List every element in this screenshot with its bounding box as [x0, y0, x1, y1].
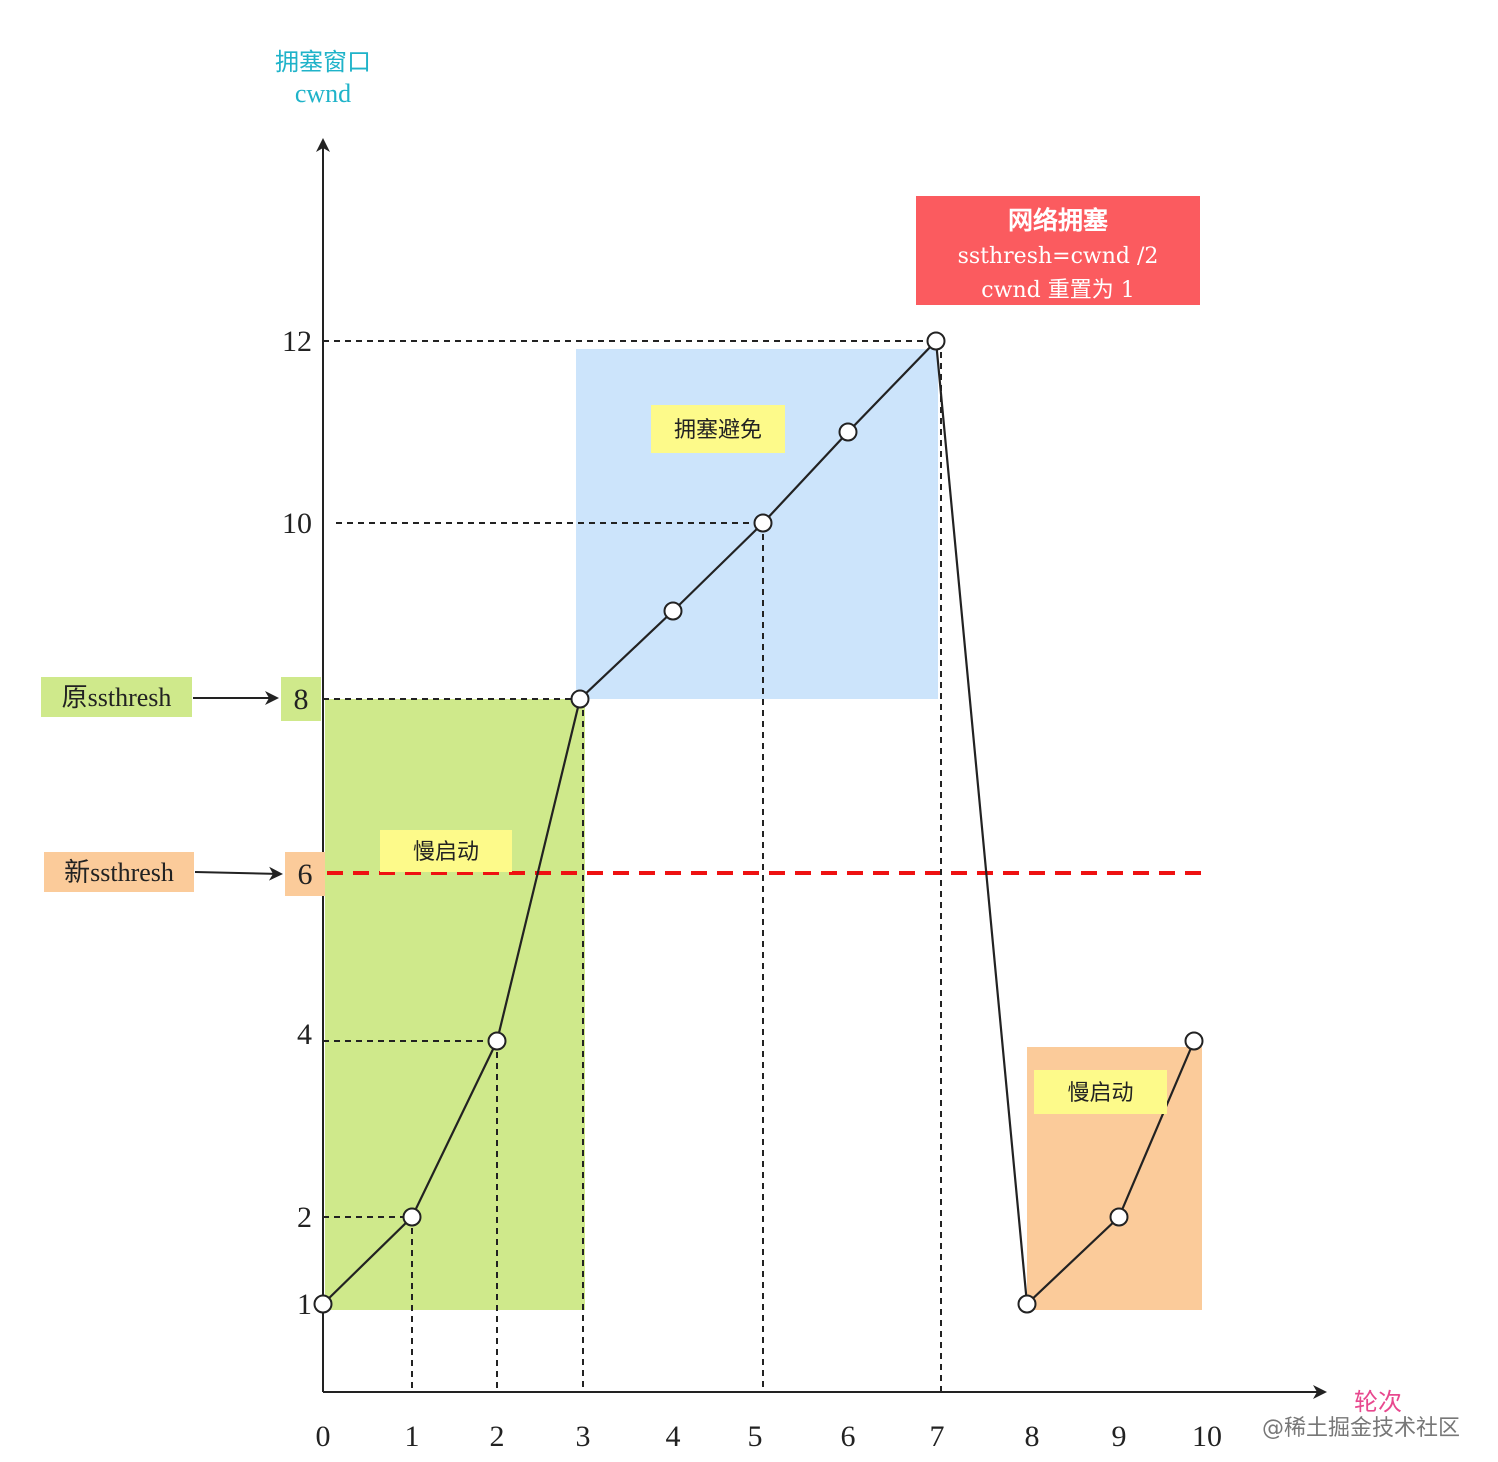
data-point — [1184, 1031, 1204, 1051]
data-point — [313, 1294, 333, 1314]
x-tick-label: 4 — [666, 1420, 681, 1453]
x-axis-title: 轮次 — [1354, 1388, 1402, 1416]
congestion-annotation-box — [916, 196, 1200, 305]
data-point — [570, 689, 590, 709]
x-tick-label: 1 — [405, 1420, 420, 1453]
x-tick-label: 6 — [841, 1420, 856, 1453]
x-tick-label: 7 — [930, 1420, 945, 1453]
y-tick-label: 10 — [282, 507, 312, 540]
cwnd-series — [313, 331, 1204, 1314]
ssthresh-value-badge — [281, 677, 321, 721]
region-label: 慢启动 — [1067, 1081, 1133, 1106]
x-tick-label: 3 — [576, 1420, 591, 1453]
x-tick-label: 10 — [1192, 1420, 1222, 1453]
axes: 拥塞窗口 cwnd 轮次 — [275, 48, 1402, 1416]
data-point — [1109, 1207, 1129, 1227]
region-label: 拥塞避免 — [674, 418, 762, 443]
y-tick-label: 2 — [297, 1201, 312, 1234]
region-label-highlight — [1034, 1070, 1167, 1114]
congestion-annotation-line: cwnd 重置为 1 — [981, 278, 1134, 303]
ssthresh-value-badge — [285, 852, 325, 896]
y-tick-label: 12 — [282, 325, 312, 358]
x-tick-label: 0 — [316, 1420, 331, 1453]
x-tick-label: 9 — [1112, 1420, 1127, 1453]
x-tick-label: 8 — [1025, 1420, 1040, 1453]
congestion-annotation-line: ssthresh=cwnd /2 — [958, 244, 1159, 269]
ssthresh-label: 新ssthresh — [64, 858, 174, 887]
y-axis-title-line-2: cwnd — [295, 79, 351, 108]
data-point — [926, 331, 946, 351]
region-1 — [325, 699, 585, 1310]
data-point — [487, 1031, 507, 1051]
y-tick-label: 1 — [297, 1288, 312, 1321]
data-point — [753, 513, 773, 533]
y-tick-label: 4 — [297, 1018, 312, 1051]
data-point — [402, 1207, 422, 1227]
region-label-highlight — [651, 405, 785, 453]
region-label-highlight — [380, 830, 512, 872]
guide-lines — [323, 340, 942, 1392]
data-point — [1017, 1294, 1037, 1314]
y-axis-title-line-1: 拥塞窗口 — [275, 48, 371, 76]
congestion-annotation-line: 网络拥塞 — [1008, 206, 1108, 235]
ssthresh-label-box — [41, 677, 192, 717]
data-point — [838, 422, 858, 442]
data-point — [663, 601, 683, 621]
region-label: 慢启动 — [413, 840, 479, 865]
x-tick-label: 5 — [748, 1420, 763, 1453]
ssthresh-label: 原ssthresh — [62, 683, 172, 712]
ssthresh-label-box — [44, 852, 194, 892]
y-tick-label: 6 — [298, 858, 313, 891]
x-tick-label: 2 — [490, 1420, 505, 1453]
watermark: @稀土掘金技术社区 — [1262, 1416, 1460, 1441]
y-tick-label: 8 — [294, 683, 309, 716]
ssthresh-arrow — [194, 866, 283, 881]
